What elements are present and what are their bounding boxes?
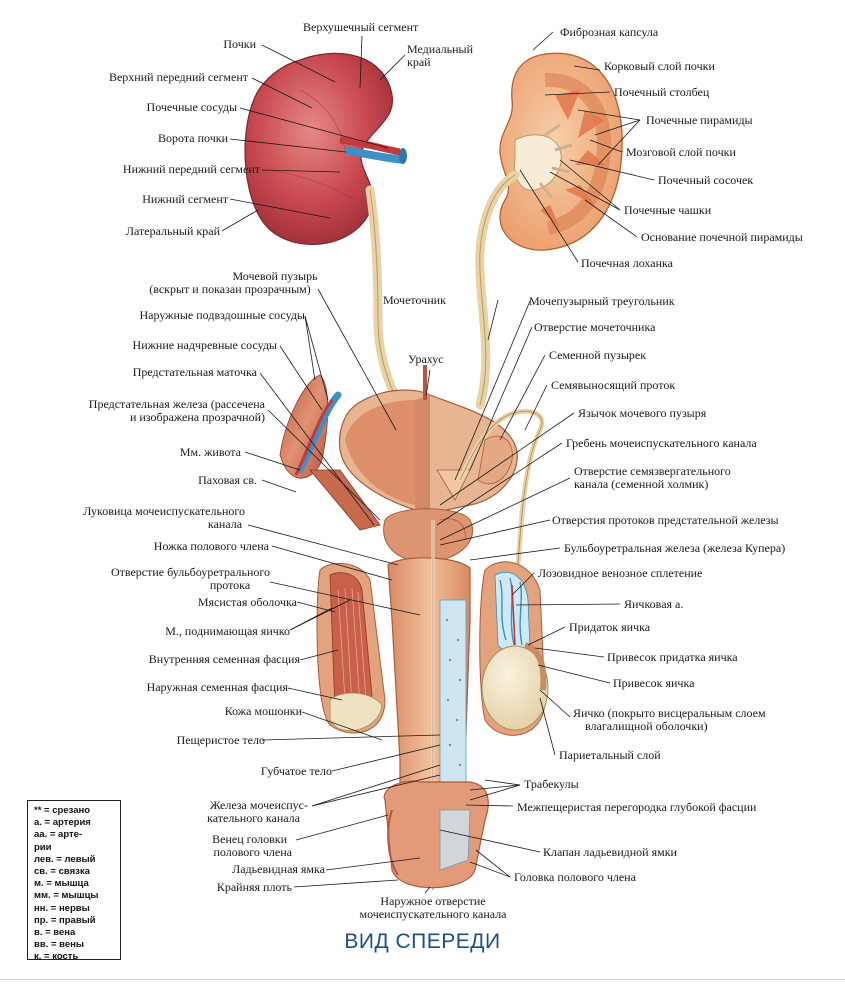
- label-urethral-gland: Железа мочеиспус-: [209, 798, 308, 812]
- label-bulbourethral-duct-opening-2: протока: [209, 578, 251, 592]
- legend-item: лев. = левый: [34, 853, 96, 865]
- abbreviation-legend: ** = срезано а. = артерия аа. = арте- ри…: [27, 800, 121, 963]
- label-external-spermatic-fascia: Наружная семенная фасция: [146, 680, 288, 694]
- label-corpus-spongiosum: Губчатое тело: [260, 764, 332, 778]
- label-medial-border: Медиальный: [407, 42, 474, 56]
- label-prostate: Предстательная железа (рассечена: [88, 397, 265, 411]
- label-testicular-artery: Яичковая а.: [624, 597, 684, 611]
- label-lateral-border: Латеральный край: [125, 224, 220, 238]
- label-pyramid-base: Основание почечной пирамиды: [641, 230, 803, 244]
- label-external-iliac-vessels: Наружные подвздошные сосуды: [139, 308, 305, 322]
- label-corpus-cavernosum: Пещеристое тело: [176, 733, 265, 747]
- legend-item: мм. = мышцы: [34, 890, 99, 902]
- label-bulbourethral-duct-opening: Отверстие бульбоуретрального: [110, 565, 270, 579]
- label-ejaculatory-duct: Отверстие семязвергательного: [574, 464, 731, 478]
- label-urethral-crest: Гребень мочеиспускательного канала: [566, 436, 757, 450]
- label-trigone: Мочепузырный треугольник: [529, 294, 675, 308]
- label-renal-medulla: Мозговой слой почки: [626, 145, 736, 159]
- label-prostatic-ducts: Отверстия протоков предстательной железы: [552, 513, 779, 527]
- label-renal-hilum: Ворота почки: [158, 131, 228, 145]
- label-apical-segment: Верхушечный сегмент: [303, 20, 419, 34]
- label-pampiniform-plexus: Лозовидное венозное сплетение: [538, 566, 703, 580]
- label-trabeculae: Трабекулы: [524, 777, 579, 791]
- label-epididymis: Придаток яичка: [569, 620, 651, 634]
- label-renal-calyces: Почечные чашки: [624, 203, 712, 217]
- legend-item: св. = связка: [34, 866, 90, 878]
- legend-item: в. = вена: [34, 927, 76, 939]
- label-bulbourethral-gland: Бульбоуретральная железа (железа Купера): [564, 541, 786, 555]
- label-renal-vessels: Почечные сосуды: [146, 100, 237, 114]
- bladder: [338, 365, 518, 513]
- label-urethral-bulb: Луковица мочеиспускательного: [83, 504, 245, 518]
- view-title: ВИД СПЕРЕДИ: [344, 930, 501, 953]
- label-upper-anterior-segment: Верхний передний сегмент: [108, 70, 248, 84]
- label-inguinal-ligament: Паховая св.: [198, 473, 257, 487]
- label-navicular-valve: Клапан ладьевидной ямки: [543, 845, 677, 859]
- label-foreskin: Крайняя плоть: [216, 880, 292, 894]
- label-internal-spermatic-fascia: Внутренняя семенная фасция: [148, 652, 300, 666]
- penis: [383, 520, 489, 890]
- label-testis-2: влагалищной оболочки): [585, 719, 708, 733]
- label-appendix-epididymis: Привесок придатка яичка: [607, 650, 738, 664]
- label-appendix-testis: Привесок яичка: [613, 676, 695, 690]
- leader-lines: [221, 31, 655, 894]
- legend-item: к. = кость: [34, 951, 79, 963]
- legend-item: ** = срезано: [34, 805, 91, 816]
- legend-item: а. = артерия: [34, 817, 91, 829]
- left-scrotal-layers: [316, 562, 386, 734]
- right-kidney-section: [499, 52, 623, 251]
- label-inferior-epigastric-vessels: Нижние надчревные сосуды: [132, 338, 277, 352]
- label-uvula: Язычок мочевого пузыря: [578, 406, 707, 420]
- legend-item: рии: [34, 841, 52, 853]
- label-intercavernous-septum: Межпещеристая перегородка глубокой фасци…: [517, 800, 757, 814]
- label-bladder: Мочевой пузырь: [232, 269, 318, 283]
- label-renal-pelvis: Почечная лоханка: [581, 256, 673, 270]
- label-external-urethral-orifice: Наружное отверстие: [380, 894, 486, 908]
- label-scrotal-skin: Кожа мошонки: [224, 704, 302, 718]
- label-renal-column: Почечный столбец: [614, 85, 710, 99]
- legend-item: вв. = вены: [34, 939, 84, 951]
- label-cremaster: М., поднимающая яичко: [165, 624, 290, 638]
- prostate: [383, 508, 474, 563]
- right-testis: [479, 561, 549, 736]
- label-corona-of-glans-2: полового члена: [213, 845, 292, 859]
- label-navicular-fossa: Ладьевидная ямка: [232, 862, 325, 876]
- label-urachus: Урахус: [408, 352, 444, 366]
- label-medial-border-2: край: [407, 55, 431, 69]
- label-external-urethral-orifice-2: мочеиспускательного канала: [359, 907, 507, 921]
- label-renal-pyramids: Почечные пирамиды: [646, 113, 753, 127]
- label-fibrous-capsule: Фиброзная капсула: [560, 25, 659, 39]
- label-crus-of-penis: Ножка полового члена: [153, 539, 269, 553]
- legend-item: м. = мышца: [34, 878, 89, 890]
- label-prostatic-utricle: Предстательная маточка: [132, 365, 257, 379]
- label-ureter: Мочеточник: [383, 293, 446, 307]
- label-corona-of-glans: Венец головки: [212, 832, 287, 846]
- label-prostate-note: и изображена прозрачной): [129, 410, 265, 424]
- legend-item: аа. = арте-: [34, 829, 83, 841]
- label-urethral-bulb-2: канала: [207, 517, 243, 531]
- label-bladder-note: (вскрыт и показан прозрачным): [149, 282, 311, 296]
- label-vas-deferens: Семявыносящий проток: [551, 378, 676, 392]
- left-kidney: [244, 52, 407, 246]
- label-renal-cortex: Корковый слой почки: [604, 59, 715, 73]
- label-seminal-vesicle: Семенной пузырек: [549, 348, 647, 362]
- label-lower-segment: Нижний сегмент: [142, 192, 228, 206]
- divider: [0, 979, 845, 980]
- legend-item: пр. = правый: [34, 914, 96, 926]
- label-parietal-layer: Париетальный слой: [559, 748, 661, 762]
- label-renal-papilla: Почечный сосочек: [658, 173, 754, 187]
- label-ureteric-orifice: Отверстие мочеточника: [534, 320, 656, 334]
- label-ejaculatory-duct-2: канала (семенной холмик): [574, 477, 709, 491]
- label-testis: Яичко (покрыто висцеральным слоем: [573, 706, 766, 720]
- label-dartos: Мясистая оболочка: [197, 595, 297, 609]
- label-glans-penis: Головка полового члена: [514, 870, 636, 884]
- label-urethral-gland-2: кательного канала: [207, 811, 300, 825]
- label-kidneys: Почки: [223, 37, 256, 51]
- legend-item: нн. = нервы: [34, 902, 90, 914]
- label-abdominal-muscles: Мм. живота: [179, 445, 241, 459]
- label-lower-anterior-segment: Нижний передний сегмент: [122, 162, 260, 176]
